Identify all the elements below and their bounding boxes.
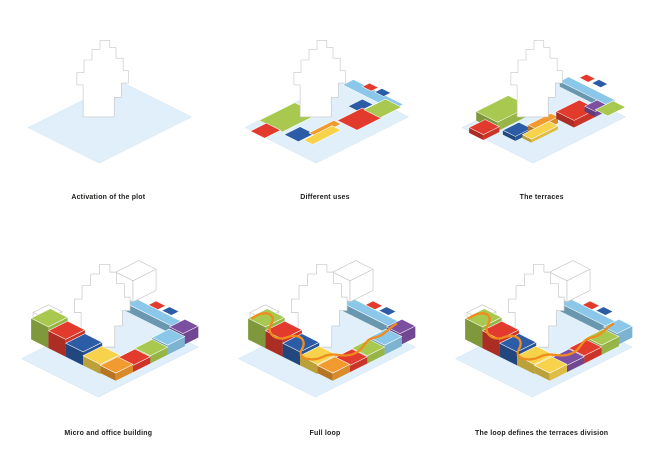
loop-path <box>467 311 614 361</box>
panel-cell: Micro and office building <box>0 229 217 459</box>
iso-diagram-the-terraces <box>461 39 626 164</box>
panel-caption: Activation of the plot <box>71 193 146 201</box>
panel-caption: The terraces <box>519 193 564 201</box>
panel-caption: The loop defines the terraces division <box>475 429 609 437</box>
panel-cell: Different uses <box>217 0 434 229</box>
panel-caption: Micro and office building <box>64 429 153 437</box>
iso-diagram-full-loop <box>237 259 416 398</box>
panel-caption: Full loop <box>309 429 341 437</box>
iso-diagram-different-uses <box>244 39 410 164</box>
loop-path <box>250 311 398 361</box>
panel-caption: Different uses <box>300 193 350 201</box>
iso-diagram-activation-of-the-plot <box>27 39 193 164</box>
panel-cell: Activation of the plot <box>0 0 217 229</box>
iso-diagram-micro-and-office-building <box>21 259 200 398</box>
panel-cell: The terraces <box>433 0 650 229</box>
panel-cell: The loop defines the terraces division <box>433 229 650 459</box>
panel-cell: Full loop <box>217 229 434 459</box>
iso-diagram-loop-defines-terraces-division <box>454 259 633 398</box>
